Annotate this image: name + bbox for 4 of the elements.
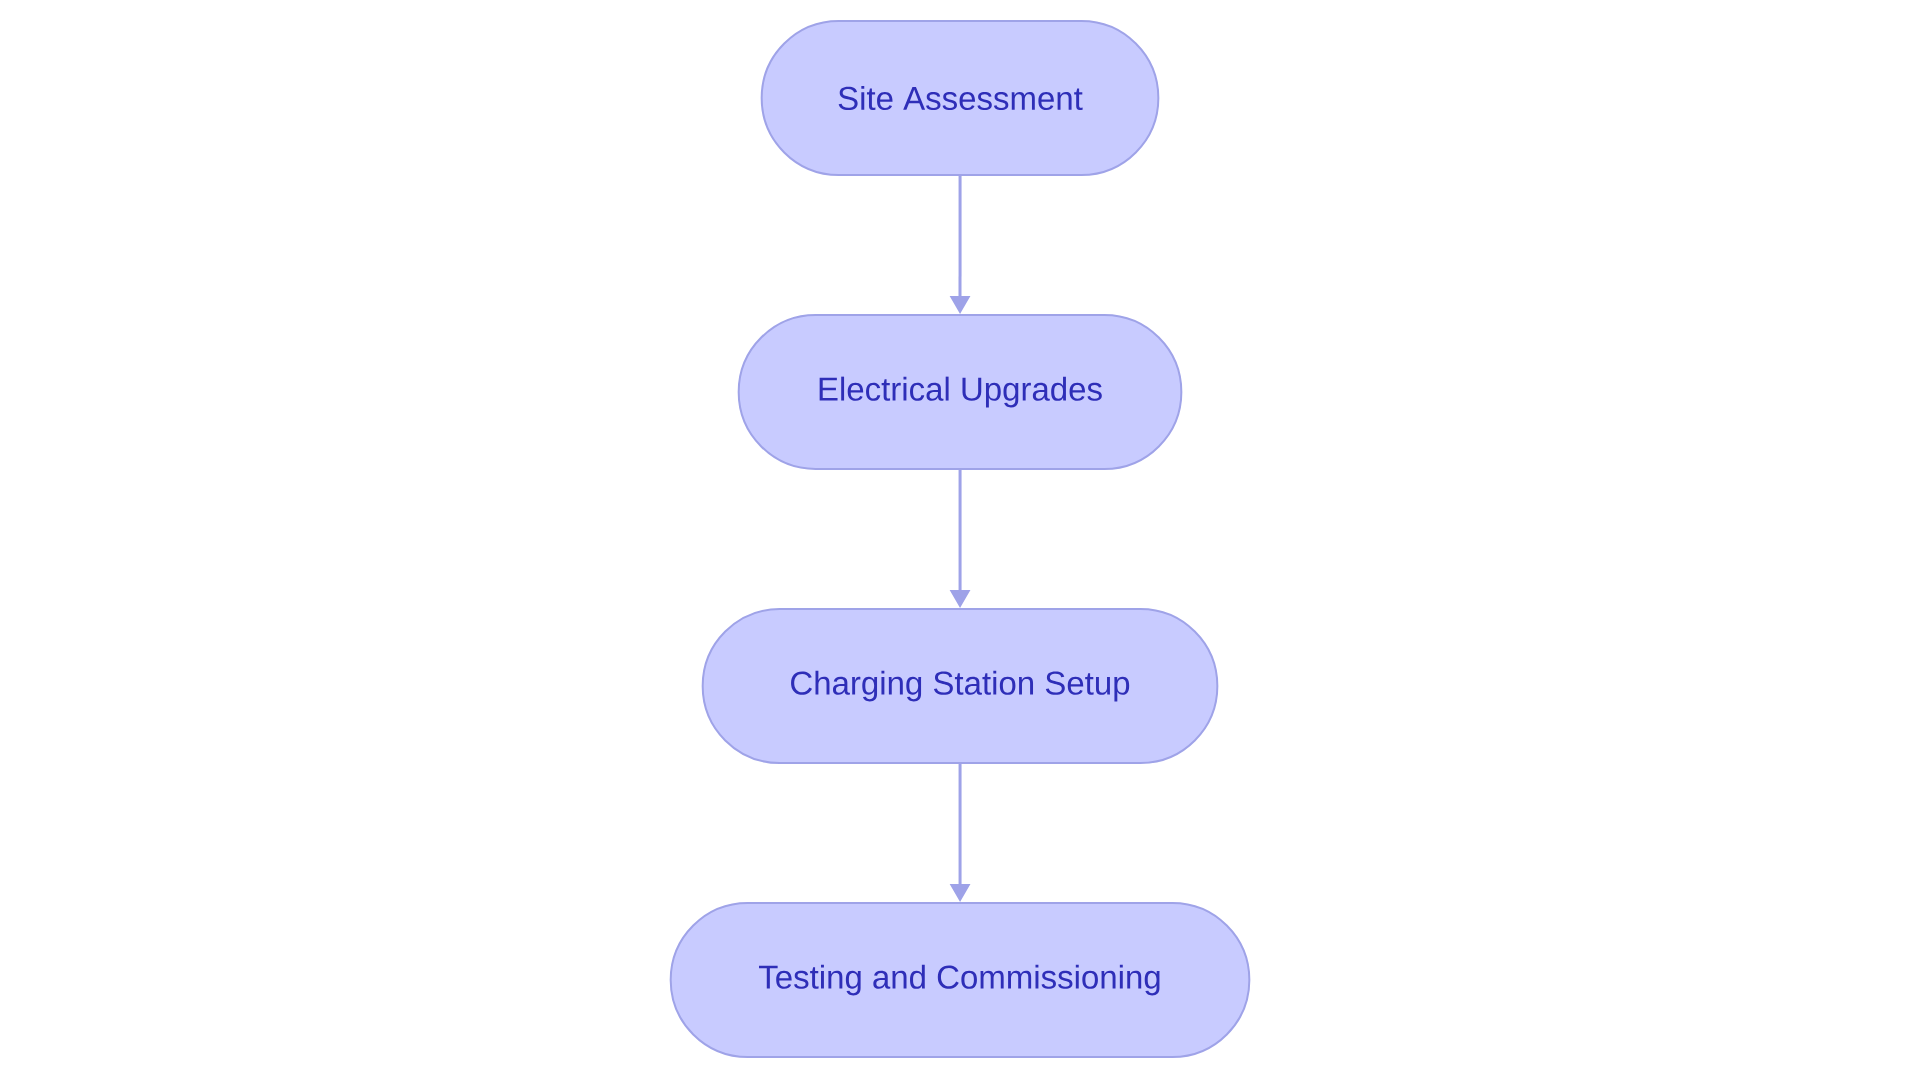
process-box: Electrical Upgrades xyxy=(737,314,1183,470)
process-box: Testing and Commissioning xyxy=(669,902,1251,1058)
process-box: Site Assessment xyxy=(760,20,1160,176)
process-box: Charging Station Setup xyxy=(701,608,1219,764)
